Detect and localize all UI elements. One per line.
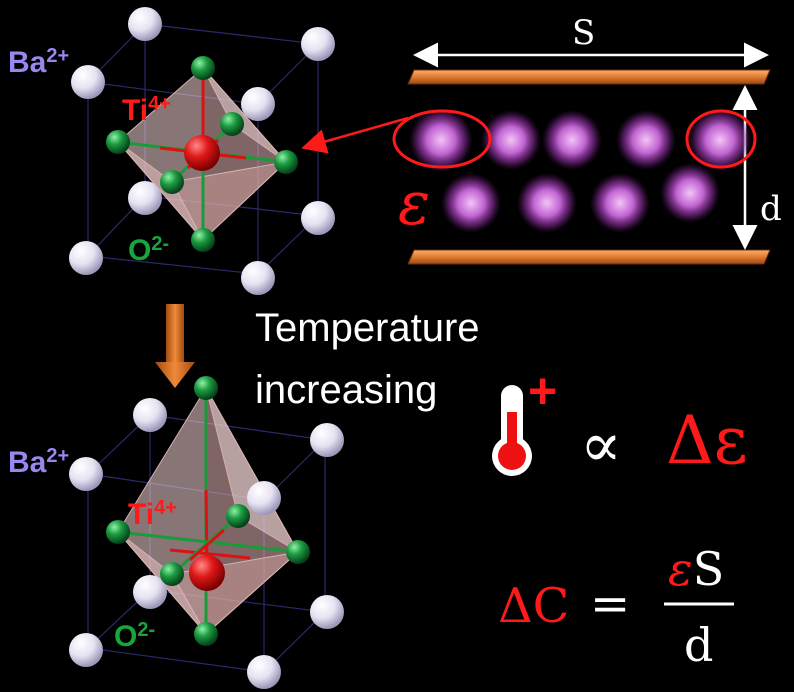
dipole-row-2 xyxy=(441,163,720,233)
distance-label: d xyxy=(760,189,782,229)
barium-atom xyxy=(310,595,344,629)
capacitor xyxy=(392,42,771,265)
titanium-symbol: Ti xyxy=(128,498,155,531)
dipole xyxy=(409,108,473,172)
proportional-symbol: ∝ xyxy=(580,408,622,481)
oxygen-charge: 2- xyxy=(151,233,170,255)
bottom-titanium-label: Ti4+ xyxy=(128,497,177,531)
titanium-charge: 4+ xyxy=(154,497,177,519)
titanium-atom xyxy=(184,135,220,171)
top-oxygen-atoms xyxy=(106,56,298,252)
bottom-oxygen-label: O2- xyxy=(114,619,156,653)
oxygen-atom xyxy=(160,562,184,586)
titanium-charge: 4+ xyxy=(148,93,171,115)
down-arrow-icon xyxy=(155,304,195,388)
numerator-s: S xyxy=(692,542,725,596)
dipole xyxy=(590,173,650,233)
titanium-atom xyxy=(189,555,225,591)
dipole xyxy=(441,173,501,233)
top-oxygen-label: O2- xyxy=(128,233,170,267)
formula-equals: = xyxy=(590,576,631,632)
oxygen-atom xyxy=(191,228,215,252)
barium-charge: 2+ xyxy=(46,45,70,67)
formula-denominator: d xyxy=(684,618,714,672)
top-barium-atoms xyxy=(69,7,335,295)
oxygen-symbol: O xyxy=(128,234,152,267)
dipole xyxy=(481,110,541,170)
thermometer-plus-sign: + xyxy=(528,363,558,419)
oxygen-atom xyxy=(194,376,218,400)
top-barium-label: Ba2+ xyxy=(8,45,70,79)
barium-charge: 2+ xyxy=(46,445,70,467)
oxygen-atom xyxy=(220,112,244,136)
dipole xyxy=(688,108,752,172)
area-label: S xyxy=(572,13,596,53)
temperature-line-1: Temperature xyxy=(255,306,480,350)
oxygen-atom xyxy=(194,622,218,646)
barium-atom xyxy=(128,181,162,215)
barium-atom xyxy=(71,65,105,99)
bottom-oxygen-atoms xyxy=(106,376,310,646)
bottom-crystal xyxy=(69,376,344,689)
dipole xyxy=(616,110,676,170)
barium-atom xyxy=(133,398,167,432)
dipole xyxy=(660,163,720,223)
bottom-plate xyxy=(407,249,771,265)
oxygen-atom xyxy=(226,504,250,528)
temperature-line-2: increasing xyxy=(255,368,438,412)
barium-atom xyxy=(241,261,275,295)
barium-atom xyxy=(247,481,281,515)
formula-lhs: ΔC xyxy=(498,578,570,634)
dipole xyxy=(542,110,602,170)
barium-atom xyxy=(133,575,167,609)
oxygen-symbol: O xyxy=(114,620,138,653)
barium-atom xyxy=(301,27,335,61)
oxygen-atom xyxy=(106,130,130,154)
titanium-symbol: Ti xyxy=(122,94,149,127)
dipole xyxy=(517,173,577,233)
oxygen-atom xyxy=(191,56,215,80)
barium-atom xyxy=(128,7,162,41)
barium-symbol: Ba xyxy=(8,446,47,479)
top-crystal xyxy=(69,7,335,295)
formula-numerator: εS xyxy=(668,546,724,592)
barium-atom xyxy=(301,201,335,235)
barium-atom xyxy=(69,633,103,667)
permittivity-symbol: ε xyxy=(398,169,431,239)
top-plate xyxy=(407,69,771,85)
top-titanium-label: Ti4+ xyxy=(122,93,171,127)
pointer-arrow-icon xyxy=(301,116,409,154)
barium-atom xyxy=(310,423,344,457)
oxygen-atom xyxy=(106,520,130,544)
oxygen-atom xyxy=(274,150,298,174)
oxygen-atom xyxy=(160,170,184,194)
barium-atom xyxy=(247,655,281,689)
bottom-barium-label: Ba2+ xyxy=(8,445,70,479)
thermometer-icon xyxy=(492,385,532,476)
barium-atom xyxy=(69,457,103,491)
oxygen-charge: 2- xyxy=(137,619,156,641)
highlight-ring xyxy=(685,109,757,169)
numerator-epsilon: ε xyxy=(668,542,693,596)
highlight-ring xyxy=(392,109,492,169)
delta-epsilon: Δε xyxy=(666,402,748,479)
barium-symbol: Ba xyxy=(8,46,47,79)
barium-atom xyxy=(69,241,103,275)
dipole-row-1 xyxy=(409,108,752,172)
oxygen-atom xyxy=(286,540,310,564)
barium-atom xyxy=(241,87,275,121)
bottom-barium-atoms xyxy=(69,398,344,689)
